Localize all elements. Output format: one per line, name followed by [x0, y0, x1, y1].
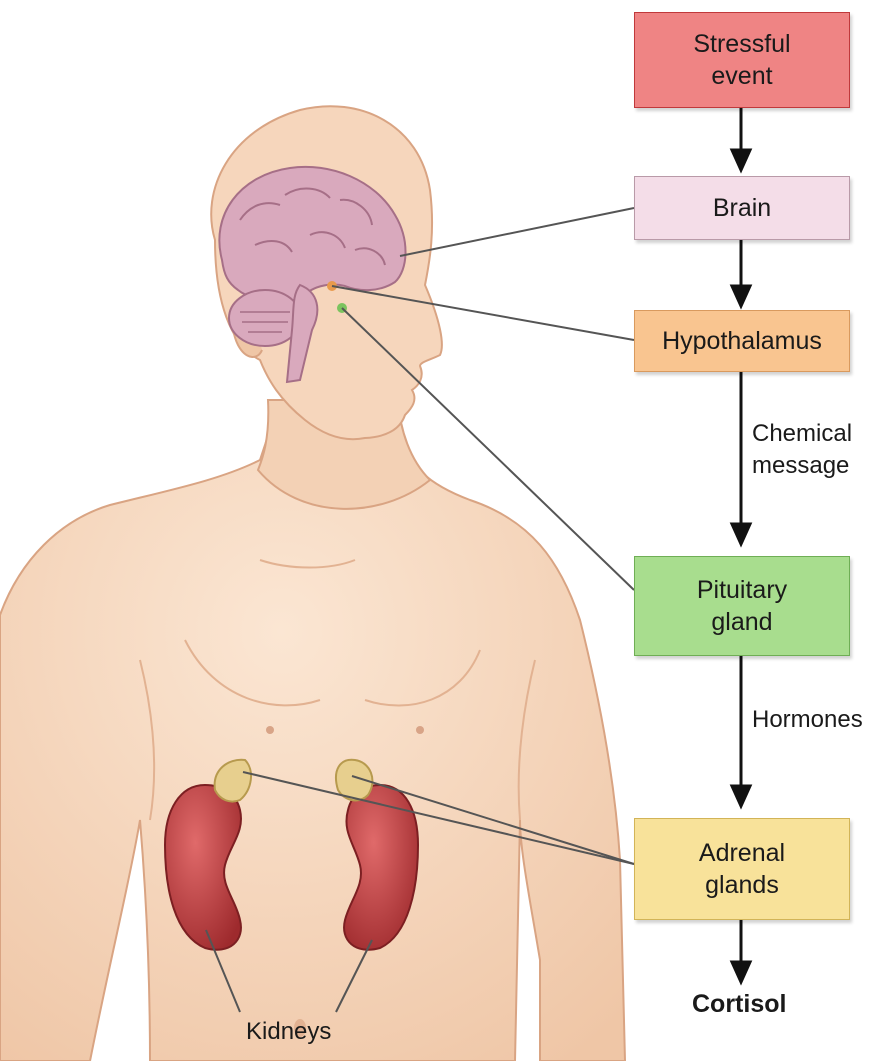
- pituitary-gland-label: Pituitary gland: [697, 574, 787, 639]
- kidneys-label: Kidneys: [246, 1016, 331, 1048]
- stressful-event-box: Stressful event: [634, 12, 850, 108]
- cerebellum: [229, 290, 301, 346]
- hypothalamus-label: Hypothalamus: [662, 325, 822, 358]
- chemical-message-label: Chemical message: [752, 418, 852, 481]
- stressful-event-label: Stressful event: [693, 28, 790, 93]
- leader-brain: [400, 208, 634, 256]
- brain-box: Brain: [634, 176, 850, 240]
- pituitary-gland-box: Pituitary gland: [634, 556, 850, 656]
- adrenal-glands-label: Adrenal glands: [699, 837, 785, 902]
- hypothalamus-box: Hypothalamus: [634, 310, 850, 372]
- cortisol-label: Cortisol: [692, 988, 786, 1021]
- adrenal-glands-box: Adrenal glands: [634, 818, 850, 920]
- hormones-label: Hormones: [752, 704, 863, 736]
- brain-label: Brain: [713, 192, 771, 225]
